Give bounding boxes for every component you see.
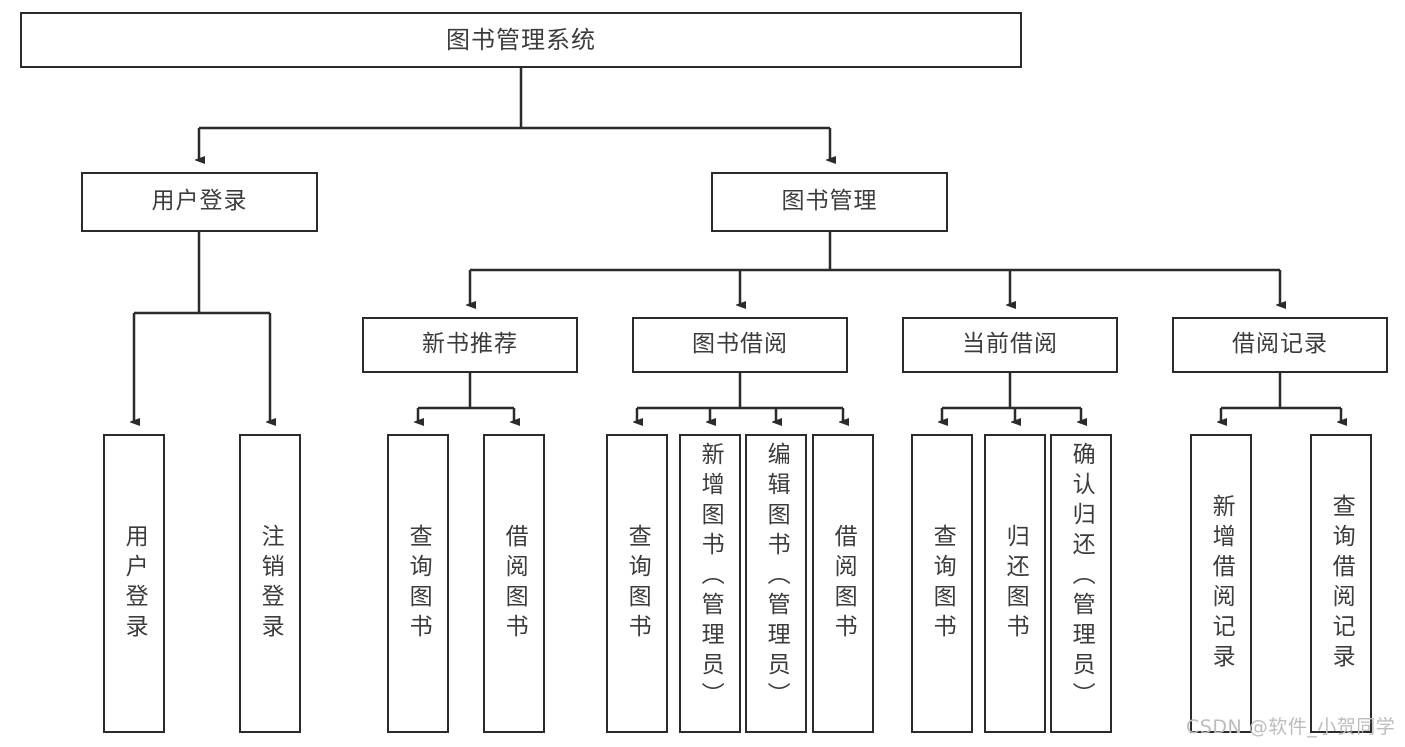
- node-leaf[interactable]: 借阅图书: [483, 434, 545, 733]
- node-leaf-label: 确认归还（管理员）: [1068, 442, 1095, 712]
- node-level3[interactable]: 新书推荐: [362, 317, 578, 373]
- node-level3-label: 当前借阅: [962, 331, 1058, 358]
- node-leaf[interactable]: 查询借阅记录: [1310, 434, 1372, 733]
- node-leaf[interactable]: 新增借阅记录: [1190, 434, 1252, 733]
- node-leaf-label: 借阅图书: [501, 523, 528, 644]
- node-leaf[interactable]: 查询图书: [911, 434, 973, 733]
- node-leaf[interactable]: 归还图书: [984, 434, 1046, 733]
- node-leaf[interactable]: 编辑图书（管理员）: [745, 434, 807, 733]
- node-leaf[interactable]: 注销登录: [239, 434, 301, 733]
- node-leaf-label: 新增图书（管理员）: [697, 442, 724, 712]
- node-leaf-label: 查询图书: [405, 523, 432, 644]
- node-level3[interactable]: 图书借阅: [632, 317, 848, 373]
- node-root[interactable]: 图书管理系统: [20, 12, 1022, 68]
- node-level3-label: 新书推荐: [422, 331, 518, 358]
- node-leaf-label: 编辑图书（管理员）: [763, 442, 790, 712]
- node-leaf[interactable]: 用户登录: [103, 434, 165, 733]
- node-leaf-label: 归还图书: [1002, 523, 1029, 644]
- node-level3[interactable]: 借阅记录: [1172, 317, 1388, 373]
- node-leaf[interactable]: 确认归还（管理员）: [1050, 434, 1112, 733]
- node-leaf-label: 查询借阅记录: [1328, 493, 1355, 674]
- node-level2-label: 图书管理: [781, 188, 878, 215]
- node-level2-label: 用户登录: [151, 188, 248, 215]
- node-level3[interactable]: 当前借阅: [902, 317, 1118, 373]
- node-level2[interactable]: 图书管理: [711, 172, 948, 232]
- node-leaf-label: 借阅图书: [830, 523, 857, 644]
- node-leaf-label: 注销登录: [257, 523, 284, 644]
- node-leaf-label: 用户登录: [121, 523, 148, 644]
- node-level2[interactable]: 用户登录: [81, 172, 318, 232]
- node-leaf-label: 新增借阅记录: [1208, 493, 1235, 674]
- node-level3-label: 借阅记录: [1232, 331, 1328, 358]
- node-leaf-label: 查询图书: [624, 523, 651, 644]
- node-leaf[interactable]: 借阅图书: [812, 434, 874, 733]
- watermark-text: CSDN @软件_小贺同学: [1186, 716, 1396, 738]
- node-leaf-label: 查询图书: [929, 523, 956, 644]
- node-leaf[interactable]: 查询图书: [387, 434, 449, 733]
- node-root-label: 图书管理系统: [446, 25, 596, 54]
- node-leaf[interactable]: 查询图书: [606, 434, 668, 733]
- node-level3-label: 图书借阅: [692, 331, 788, 358]
- node-leaf[interactable]: 新增图书（管理员）: [679, 434, 741, 733]
